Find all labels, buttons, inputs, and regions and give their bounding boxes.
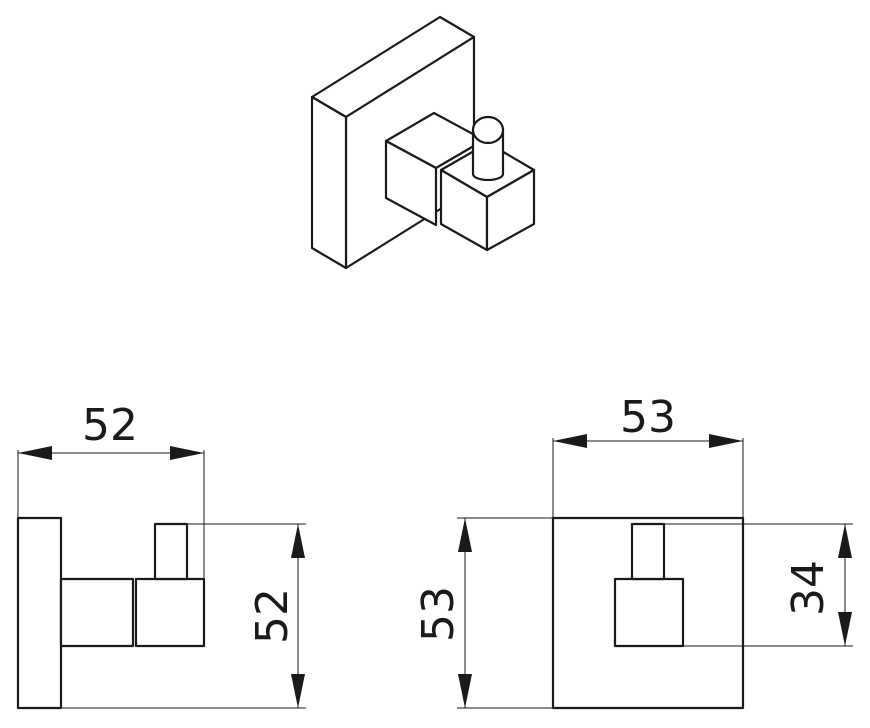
side-peg [153,522,189,581]
front-width-label: 53 [620,392,676,443]
hook-height-arrow-bottom [838,612,852,646]
plate-side-face [310,95,348,270]
side-arm [59,577,135,648]
front-view: 53 53 34 [413,392,853,710]
hook-height-label: 34 [783,560,834,616]
front-peg [630,522,666,581]
side-width-arrow-left [18,446,52,460]
front-height-arrow-top [458,518,472,552]
arm-side-face [384,139,438,227]
front-width-arrow-left [553,434,587,448]
side-width-arrow-right [170,446,204,460]
hook-height-arrow-top [838,524,852,558]
front-height-arrow-bottom [458,674,472,708]
front-width-arrow-right [709,434,743,448]
head-right-face [485,168,536,252]
side-height-label: 52 [247,588,298,644]
side-view: 52 52 [16,400,306,710]
side-plate [16,516,63,710]
peg-top [471,115,505,145]
front-head [613,577,685,648]
front-height-label: 53 [413,586,464,642]
isometric-view [310,15,536,270]
side-head [134,577,206,648]
side-height-arrow-top [291,524,305,558]
side-height-arrow-bottom [291,674,305,708]
side-width-label: 52 [82,400,138,451]
